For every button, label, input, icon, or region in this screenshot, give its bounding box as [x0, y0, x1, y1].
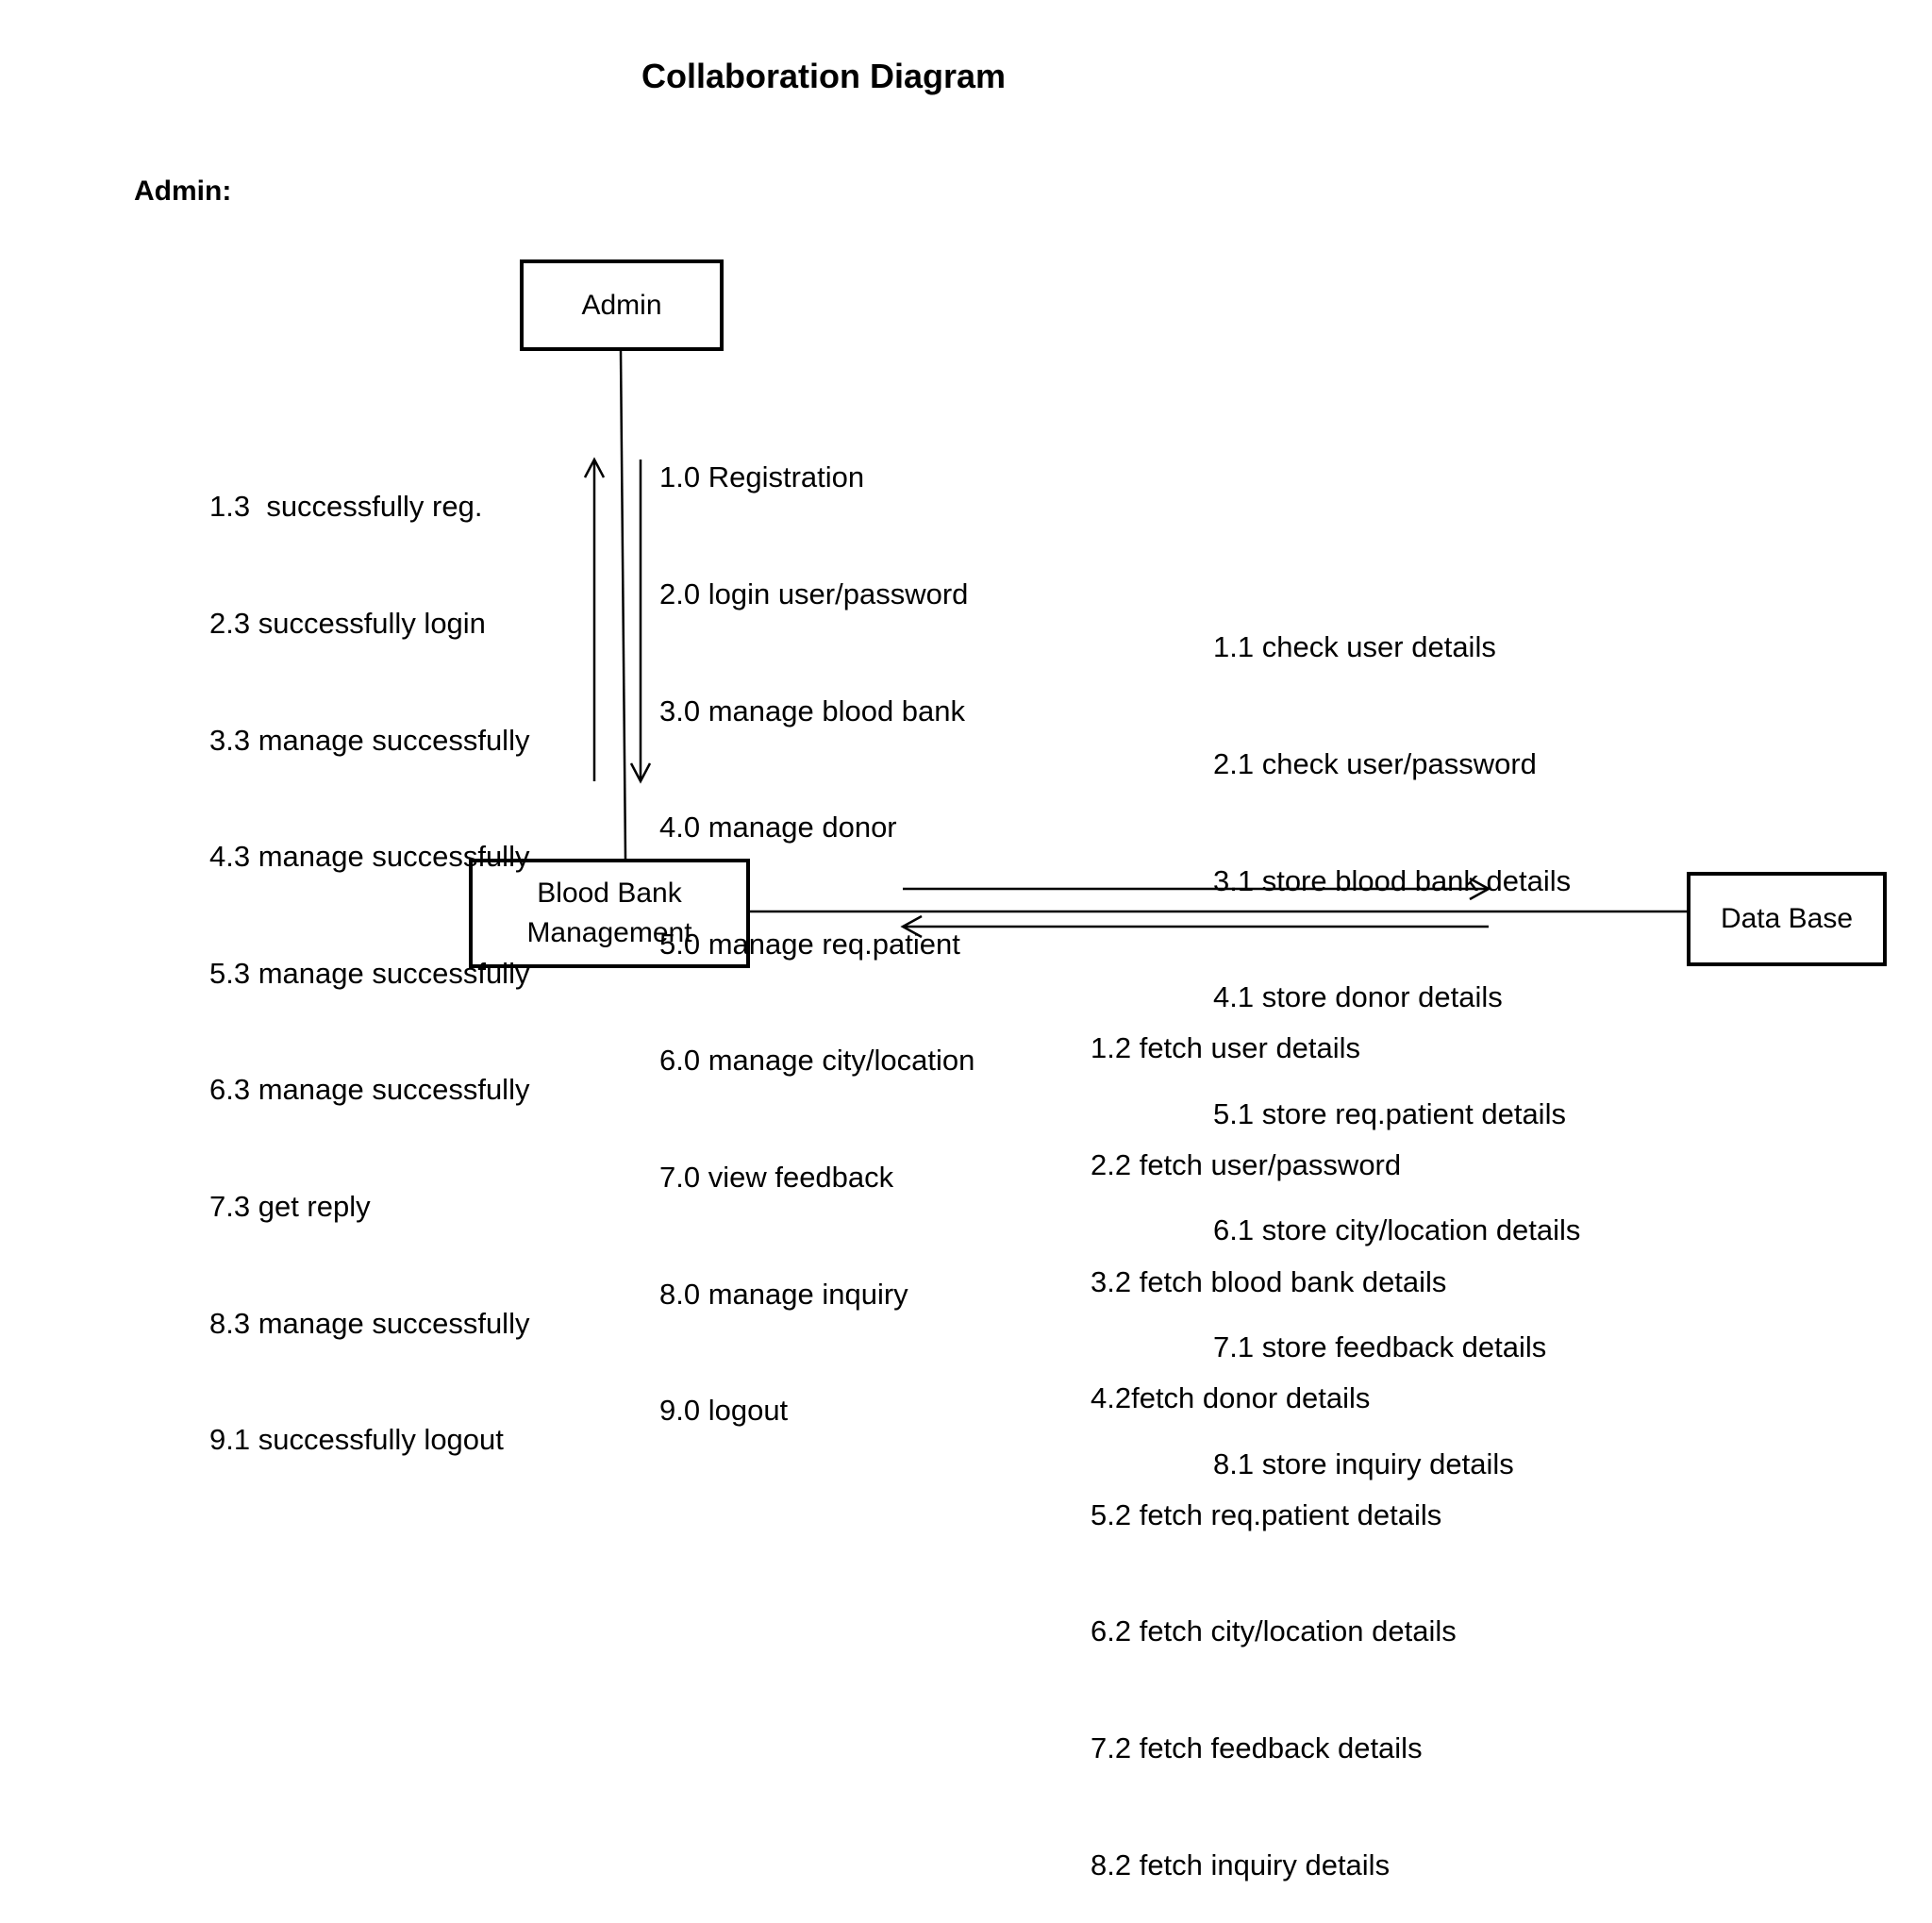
arrow-down-to-system: [629, 460, 652, 784]
message-item: 9.0 logout: [659, 1394, 789, 1428]
message-item: 9.1 successfully logout: [209, 1423, 504, 1457]
message-item: 3.1 store blood bank details: [1213, 863, 1572, 897]
message-item: 5.1 store req.patient details: [1213, 1096, 1566, 1130]
message-item: 2.3 successfully login: [209, 607, 486, 641]
message-item: 1.2 fetch user details: [1091, 1031, 1361, 1065]
message-item: 6.3 manage successfully: [209, 1073, 530, 1107]
message-item: 2.0 login user/password: [659, 577, 969, 611]
object-admin: Admin: [520, 259, 724, 351]
message-item: 6.2 fetch city/location details: [1091, 1614, 1457, 1648]
message-item: 8.0 manage inquiry: [659, 1277, 908, 1311]
message-item: 7.3 get reply: [209, 1190, 371, 1224]
message-item: 1.0 Registration: [659, 460, 865, 494]
section-label-admin: Admin:: [134, 176, 232, 207]
messages-database-to-system: 1.2 fetch user details 2.2 fetch user/pa…: [1091, 951, 1457, 1923]
message-item: 7.1 store feedback details: [1213, 1330, 1547, 1364]
arrow-up-to-admin: [583, 457, 606, 781]
message-item: 6.0 manage city/location: [659, 1044, 975, 1078]
message-item: 3.3 manage successfully: [209, 723, 530, 757]
object-data-base-label: Data Base: [1720, 903, 1854, 934]
connectors: [583, 350, 1687, 939]
message-item: 4.3 manage successfully: [209, 840, 530, 874]
object-admin-label: Admin: [581, 289, 662, 321]
message-item: 7.0 view feedback: [659, 1161, 894, 1195]
message-item: 1.1 check user details: [1213, 630, 1496, 664]
message-item: 4.2fetch donor details: [1091, 1381, 1371, 1415]
message-item: 2.1 check user/password: [1213, 747, 1537, 781]
object-data-base: Data Base: [1687, 872, 1887, 966]
message-item: 1.3 successfully reg.: [209, 490, 483, 524]
message-item: 2.2 fetch user/password: [1091, 1148, 1402, 1182]
diagram-title: Collaboration Diagram: [641, 57, 1007, 95]
arrow-left-to-system: [900, 914, 1489, 939]
message-item: 7.2 fetch feedback details: [1091, 1731, 1423, 1765]
messages-system-to-admin: 1.3 successfully reg. 2.3 successfully l…: [209, 410, 529, 1498]
message-item: 3.2 fetch blood bank details: [1091, 1264, 1447, 1298]
messages-admin-to-system: 1.0 Registration 2.0 login user/password…: [659, 380, 974, 1469]
object-blood-bank-management: Blood Bank Management: [469, 859, 750, 968]
arrow-right-to-database: [903, 877, 1491, 901]
message-item: 6.1 store city/location details: [1213, 1213, 1581, 1247]
message-item: 8.2 fetch inquiry details: [1091, 1848, 1391, 1881]
message-item: 5.0 manage req.patient: [659, 927, 960, 961]
message-item: 4.1 store donor details: [1213, 980, 1503, 1014]
message-item: 5.2 fetch req.patient details: [1091, 1497, 1442, 1531]
message-item: 4.0 manage donor: [659, 811, 897, 844]
message-item: 5.3 manage successfully: [209, 956, 530, 990]
message-item: 8.3 manage successfully: [209, 1306, 530, 1340]
object-blood-bank-label-line2: Management: [526, 917, 692, 948]
link-admin-system: [619, 350, 627, 860]
message-item: 3.0 manage blood bank: [659, 694, 966, 727]
object-blood-bank-label-line1: Blood Bank: [537, 878, 682, 909]
